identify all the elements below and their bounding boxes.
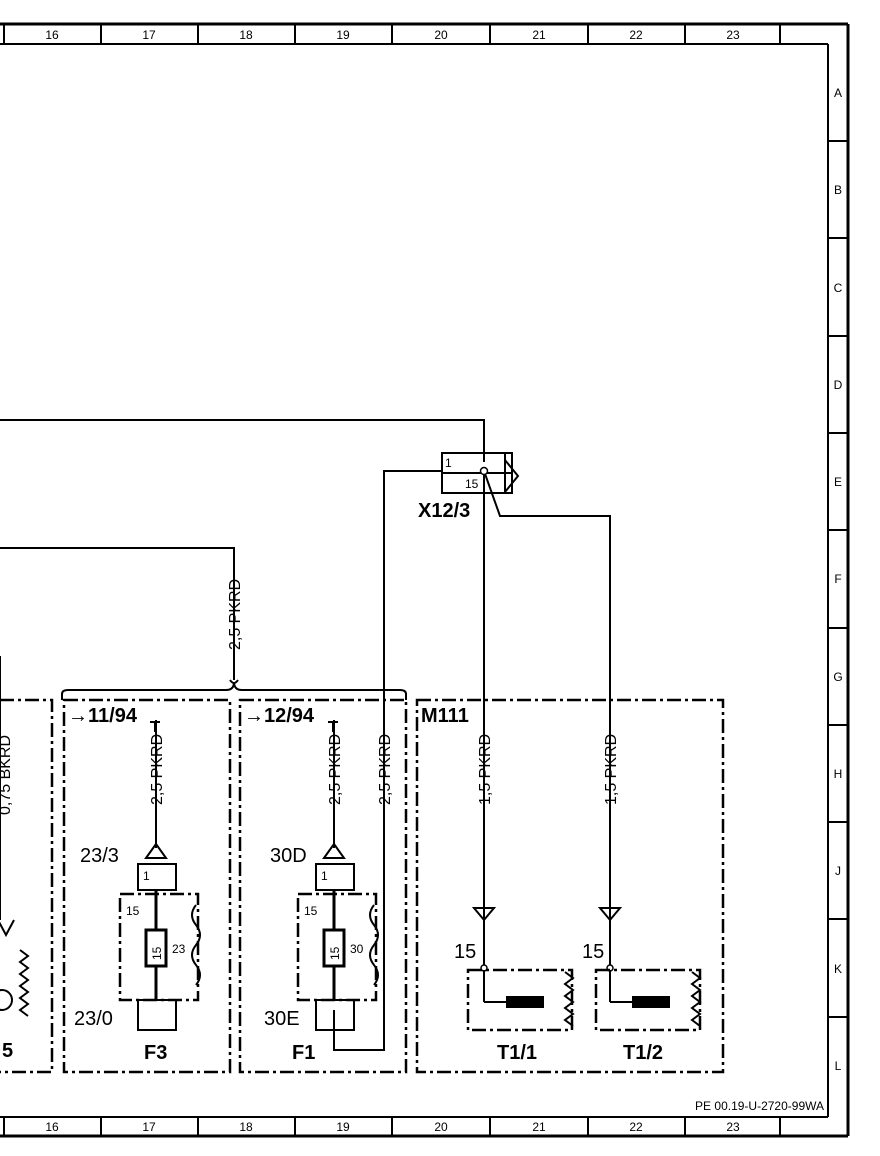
row-ticks bbox=[828, 140, 848, 1018]
column-labels-top: 16 17 18 19 20 21 22 23 bbox=[45, 28, 740, 42]
partial-component: 5 bbox=[0, 698, 54, 1074]
col-label: 19 bbox=[336, 28, 350, 42]
col-label: 20 bbox=[434, 28, 448, 42]
row-label: A bbox=[834, 86, 842, 100]
col-label: 18 bbox=[239, 28, 253, 42]
row-label: C bbox=[834, 281, 843, 295]
col-label: 22 bbox=[629, 28, 643, 42]
wire-main-feed bbox=[0, 547, 235, 680]
col-label: 16 bbox=[45, 28, 59, 42]
column-ticks bbox=[3, 24, 686, 1136]
wires bbox=[0, 419, 611, 1051]
connector-pin-1: 1 bbox=[445, 456, 452, 470]
wire-t12 bbox=[483, 470, 611, 970]
component-t1-2: 15 T1/2 bbox=[582, 907, 702, 1064]
fuse-pin: 1 bbox=[321, 869, 328, 883]
component-t1-1: 15 T1/1 bbox=[454, 907, 575, 1064]
wire-label: 2,5 PKRD bbox=[327, 734, 344, 805]
row-label: F bbox=[834, 572, 841, 586]
wire-label: 2,5 PKRD bbox=[377, 734, 394, 805]
col-label: 17 bbox=[142, 28, 156, 42]
fuse-inner-pin: 15 bbox=[126, 904, 140, 918]
col-label: 20 bbox=[434, 1120, 448, 1134]
fuse-box-f3: →11/94 23/3 1 15 15 23 23/0 F3 bbox=[62, 698, 232, 1074]
fuse-id: F1 bbox=[292, 1042, 315, 1064]
row-label: D bbox=[834, 378, 843, 392]
connector-pin-15: 15 bbox=[465, 477, 479, 491]
row-label: L bbox=[835, 1059, 842, 1073]
fuse-ref: →11/94 bbox=[68, 705, 138, 727]
fuse-inner-pin: 15 bbox=[304, 904, 318, 918]
row-label: E bbox=[834, 475, 842, 489]
component-id: T1/1 bbox=[497, 1042, 537, 1064]
col-label: 17 bbox=[142, 1120, 156, 1134]
column-labels-bottom: 16 17 18 19 20 21 22 23 bbox=[45, 1120, 740, 1134]
col-label: 23 bbox=[726, 1120, 740, 1134]
fuse-in-label: 23/3 bbox=[80, 845, 119, 867]
row-label: K bbox=[834, 962, 842, 976]
fuse-value: 15 bbox=[328, 946, 342, 960]
col-label: 18 bbox=[239, 1120, 253, 1134]
component-pin: 15 bbox=[454, 941, 476, 963]
wire-top-feed bbox=[0, 419, 485, 462]
fuse-in-label: 30D bbox=[270, 845, 307, 867]
module-m111: M111 15 T1/1 15 T1/2 bbox=[415, 698, 725, 1074]
row-label: G bbox=[833, 670, 842, 684]
fuse-value: 15 bbox=[150, 946, 164, 960]
col-label: 16 bbox=[45, 1120, 59, 1134]
fuse-id: F3 bbox=[144, 1042, 167, 1064]
col-label: 19 bbox=[336, 1120, 350, 1134]
fuse-number: 30 bbox=[350, 942, 364, 956]
connector-x12-3: 1 15 X12/3 bbox=[418, 452, 520, 522]
col-label: 22 bbox=[629, 1120, 643, 1134]
row-label: J bbox=[835, 864, 841, 878]
row-label: B bbox=[834, 183, 842, 197]
fuse-number: 23 bbox=[172, 942, 186, 956]
fuse-pin: 1 bbox=[143, 869, 150, 883]
col-label: 21 bbox=[532, 28, 546, 42]
row-label: H bbox=[834, 767, 843, 781]
fuse-box-f1: →12/94 30D 1 15 15 30 30E F1 bbox=[238, 698, 408, 1074]
col-label: 23 bbox=[726, 28, 740, 42]
connector-label: X12/3 bbox=[418, 500, 470, 522]
wire-label: 2,5 PKRD bbox=[149, 734, 166, 805]
partial-component-label: 5 bbox=[2, 1040, 13, 1062]
fuse-out-label: 23/0 bbox=[74, 1008, 113, 1030]
fuse-out-label: 30E bbox=[264, 1008, 300, 1030]
wire-f1-return bbox=[333, 470, 442, 1051]
component-pin: 15 bbox=[582, 941, 604, 963]
row-labels: A B C D E F G H J K L bbox=[833, 86, 842, 1073]
col-label: 21 bbox=[532, 1120, 546, 1134]
fuse-ref: →12/94 bbox=[244, 705, 315, 727]
branch-bracket bbox=[61, 681, 407, 700]
component-id: T1/2 bbox=[623, 1042, 663, 1064]
module-name: M111 bbox=[421, 705, 469, 727]
document-code: PE 00.19-U-2720-99WA bbox=[695, 1099, 824, 1113]
wire-label: 1,5 PKRD bbox=[603, 734, 620, 805]
wire-label: 0,75 BKRD bbox=[0, 735, 14, 815]
wire-label: 2,5 PKRD bbox=[227, 579, 244, 650]
frame bbox=[0, 22, 850, 1138]
wire-label: 1,5 PKRD bbox=[477, 734, 494, 805]
